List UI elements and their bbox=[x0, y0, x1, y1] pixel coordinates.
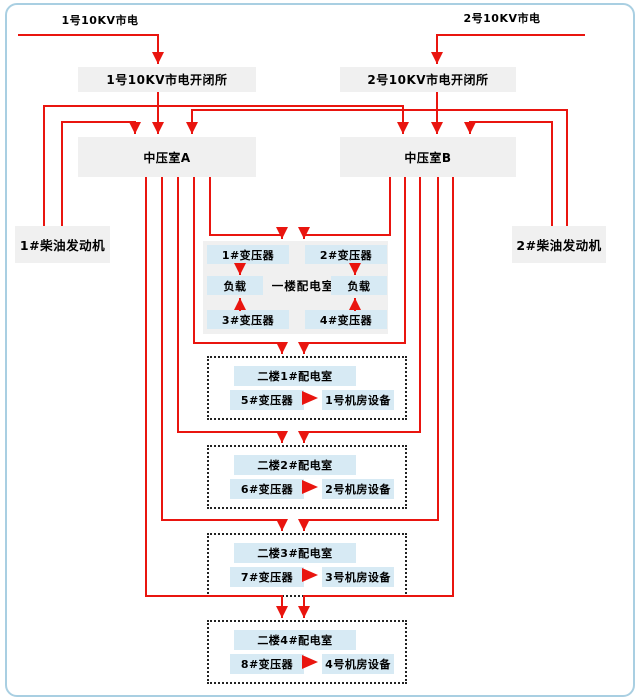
transformer-3-box: 3#变压器 bbox=[207, 310, 289, 329]
floor2-room-4-title: 二楼4#配电室 bbox=[234, 630, 356, 650]
transformer-8-box: 8#变压器 bbox=[230, 654, 304, 674]
mv-room-b: 中压室B bbox=[340, 137, 516, 177]
floor2-room-4: 二楼4#配电室 8#变压器 4号机房设备 bbox=[207, 620, 407, 684]
transformer-2-box: 2#变压器 bbox=[305, 245, 387, 264]
transformer-5-box: 5#变压器 bbox=[230, 390, 304, 410]
power-line-gen2-to-roomA bbox=[186, 109, 568, 226]
equipment-room-1-box: 1号机房设备 bbox=[322, 390, 394, 410]
power-line-utility2-to-station2 bbox=[431, 34, 585, 64]
transformer-1-box: 1#变压器 bbox=[207, 245, 289, 264]
power-line-gen1-to-roomB bbox=[43, 105, 409, 226]
power-line-gen2-to-roomB bbox=[464, 121, 553, 226]
power-line-roomB-to-floor2-room3 bbox=[298, 177, 439, 531]
floor1-room: 1#变压器 2#变压器 负载 一楼配电室 负载 3#变压器 4#变压器 bbox=[203, 241, 388, 334]
floor2-room-2-title: 二楼2#配电室 bbox=[234, 455, 356, 475]
power-line-roomB-to-floor2-room4 bbox=[298, 177, 454, 618]
flow-arrow-icon bbox=[302, 480, 318, 494]
power-line-utility1-to-station1 bbox=[18, 34, 164, 64]
mv-room-a: 中压室A bbox=[78, 137, 256, 177]
switch-station-2: 2号10KV市电开闭所 bbox=[340, 67, 516, 92]
power-line-roomA-to-floor2-room2 bbox=[177, 177, 288, 443]
generator-1: 1#柴油发动机 bbox=[15, 226, 110, 263]
floor2-room-3-title: 二楼3#配电室 bbox=[234, 543, 356, 563]
utility-source-2-label: 2号10KV市电 bbox=[463, 12, 541, 25]
power-line-roomB-to-floor2-room1 bbox=[298, 177, 406, 354]
floor2-room-1-title: 二楼1#配电室 bbox=[234, 366, 356, 386]
flow-arrow-icon bbox=[302, 655, 318, 669]
generator-2: 2#柴油发动机 bbox=[512, 226, 606, 263]
floor2-room-1: 二楼1#配电室 5#变压器 1号机房设备 bbox=[207, 356, 407, 420]
floor2-room-3: 二楼3#配电室 7#变压器 3号机房设备 bbox=[207, 533, 407, 597]
power-line-roomB-to-floor2-room2 bbox=[298, 177, 421, 443]
power-line-roomA-to-floor2-room3 bbox=[161, 177, 288, 531]
power-line-roomA-to-floor2-room4 bbox=[145, 177, 288, 618]
power-line-roomA-to-floor1 bbox=[209, 177, 288, 239]
load-right-box: 负载 bbox=[331, 276, 387, 295]
utility-source-1-label: 1号10KV市电 bbox=[61, 14, 139, 27]
power-line-gen1-to-roomA bbox=[61, 121, 141, 226]
power-line-roomA-to-floor2-room1 bbox=[193, 177, 288, 354]
transformer-6-box: 6#变压器 bbox=[230, 479, 304, 499]
equipment-room-2-box: 2号机房设备 bbox=[322, 479, 394, 499]
transformer-4-box: 4#变压器 bbox=[305, 310, 387, 329]
transformer-7-box: 7#变压器 bbox=[230, 567, 304, 587]
flow-arrow-icon bbox=[302, 568, 318, 582]
equipment-room-3-box: 3号机房设备 bbox=[322, 567, 394, 587]
load-left-box: 负载 bbox=[207, 276, 263, 295]
switch-station-1: 1号10KV市电开闭所 bbox=[78, 67, 256, 92]
floor2-room-2: 二楼2#配电室 6#变压器 2号机房设备 bbox=[207, 445, 407, 509]
equipment-room-4-box: 4号机房设备 bbox=[322, 654, 394, 674]
floor1-room-title: 一楼配电室 bbox=[271, 278, 335, 293]
power-line-roomB-to-floor1 bbox=[298, 177, 391, 239]
flow-arrow-icon bbox=[302, 391, 318, 405]
